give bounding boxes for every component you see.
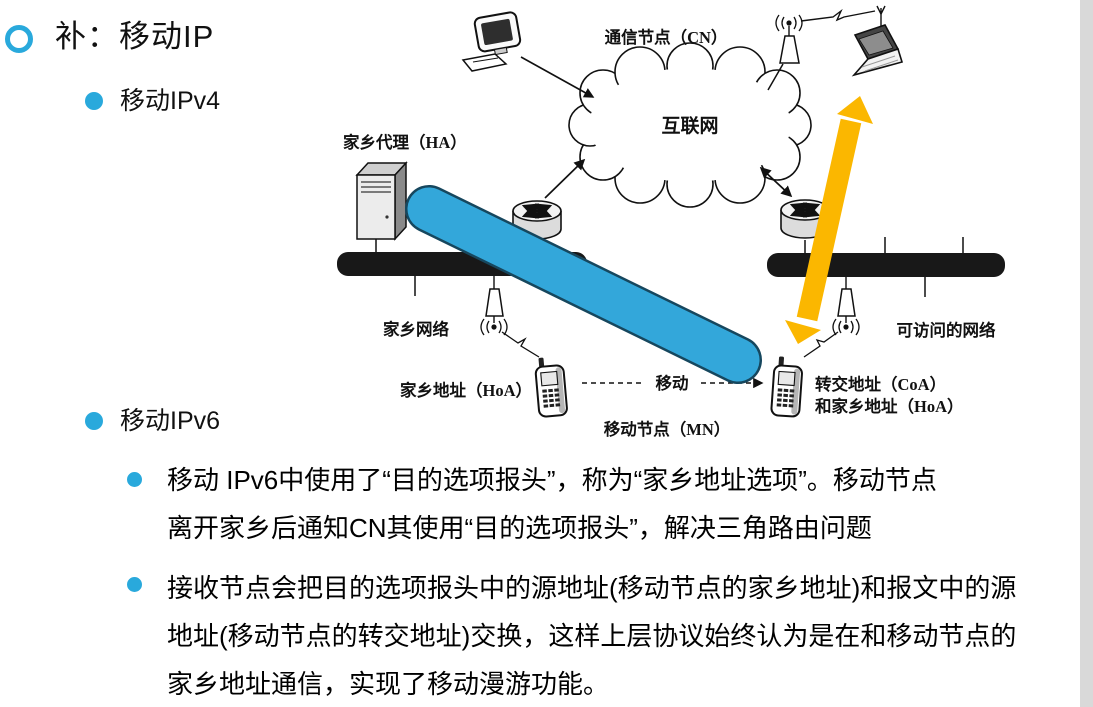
paragraph-line: 移动 IPv6中使用了“目的选项报头”，称为“家乡地址选项”。移动节点 bbox=[167, 465, 937, 495]
coa-label-line2: 和家乡地址（HoA） bbox=[815, 396, 964, 416]
move-label: 移动 bbox=[656, 373, 689, 393]
paragraph-address-swap: 接收节点会把目的选项报头中的源地址(移动节点的家乡地址)和报文中的源 地址(移动… bbox=[167, 564, 1016, 707]
wireless-link bbox=[501, 331, 540, 358]
wireless-antenna-icon bbox=[775, 14, 803, 64]
wireless-link bbox=[800, 8, 876, 22]
wireless-link bbox=[803, 331, 839, 358]
paragraph-line: 家乡地址通信，实现了移动漫游功能。 bbox=[167, 669, 610, 699]
internet-label: 互联网 bbox=[661, 115, 718, 137]
ha-label: 家乡代理（HA） bbox=[343, 132, 467, 152]
cn-label: 通信节点（CN） bbox=[605, 27, 728, 47]
home-network-label: 家乡网络 bbox=[383, 319, 450, 339]
mobile-ip-diagram: 互联网 通信节点（CN） 家乡代理（HA） bbox=[337, 5, 1005, 439]
wireless-antenna-icon bbox=[480, 276, 508, 336]
coa-label-line1: 转交地址（CoA） bbox=[815, 374, 946, 394]
bullet-ipv4: 移动IPv4 bbox=[120, 87, 221, 115]
bullet-dot-icon bbox=[127, 472, 142, 487]
wireless-antenna-icon bbox=[832, 277, 860, 336]
paragraph-ipv6-option-header: 移动 IPv6中使用了“目的选项报头”，称为“家乡地址选项”。移动节点 离开家乡… bbox=[167, 456, 937, 552]
title-ring-bullet-icon bbox=[5, 25, 33, 53]
link-router-to-internet bbox=[544, 158, 586, 199]
internet-cloud-icon: 互联网 bbox=[568, 42, 812, 208]
visited-network-label: 可访问的网络 bbox=[897, 320, 997, 340]
mn-label: 移动节点（MN） bbox=[604, 419, 731, 439]
paragraph-line: 离开家乡后通知CN其使用“目的选项报头”，解决三角路由问题 bbox=[167, 513, 872, 543]
link-antenna-to-internet bbox=[767, 63, 784, 91]
hoa-label: 家乡地址（HoA） bbox=[400, 380, 532, 400]
cell-phone-icon bbox=[534, 357, 568, 418]
bullet-ipv6: 移动IPv6 bbox=[120, 407, 221, 435]
laptop-icon bbox=[851, 5, 904, 77]
roam-double-arrow bbox=[785, 96, 873, 344]
bullet-dot-icon bbox=[127, 577, 142, 592]
server-icon bbox=[355, 161, 408, 241]
paragraph-line: 接收节点会把目的选项报头中的源地址(移动节点的家乡地址)和报文中的源 bbox=[167, 573, 1017, 603]
bullet-dot-icon bbox=[85, 412, 103, 430]
visited-network-bus bbox=[767, 253, 1005, 277]
page-title: 补：移动IP bbox=[55, 19, 215, 54]
link-internet-to-router bbox=[759, 166, 793, 198]
cell-phone-icon bbox=[770, 356, 803, 418]
slide-edge-strip bbox=[1080, 0, 1093, 707]
desktop-computer-icon bbox=[461, 11, 522, 72]
link-cn-to-internet bbox=[520, 56, 595, 98]
blue-highlight-bar bbox=[405, 185, 762, 384]
paragraph-line: 地址(移动节点的转交地址)交换，这样上层协议始终认为是在和移动节点的 bbox=[167, 621, 1017, 651]
bullet-dot-icon bbox=[85, 92, 103, 110]
